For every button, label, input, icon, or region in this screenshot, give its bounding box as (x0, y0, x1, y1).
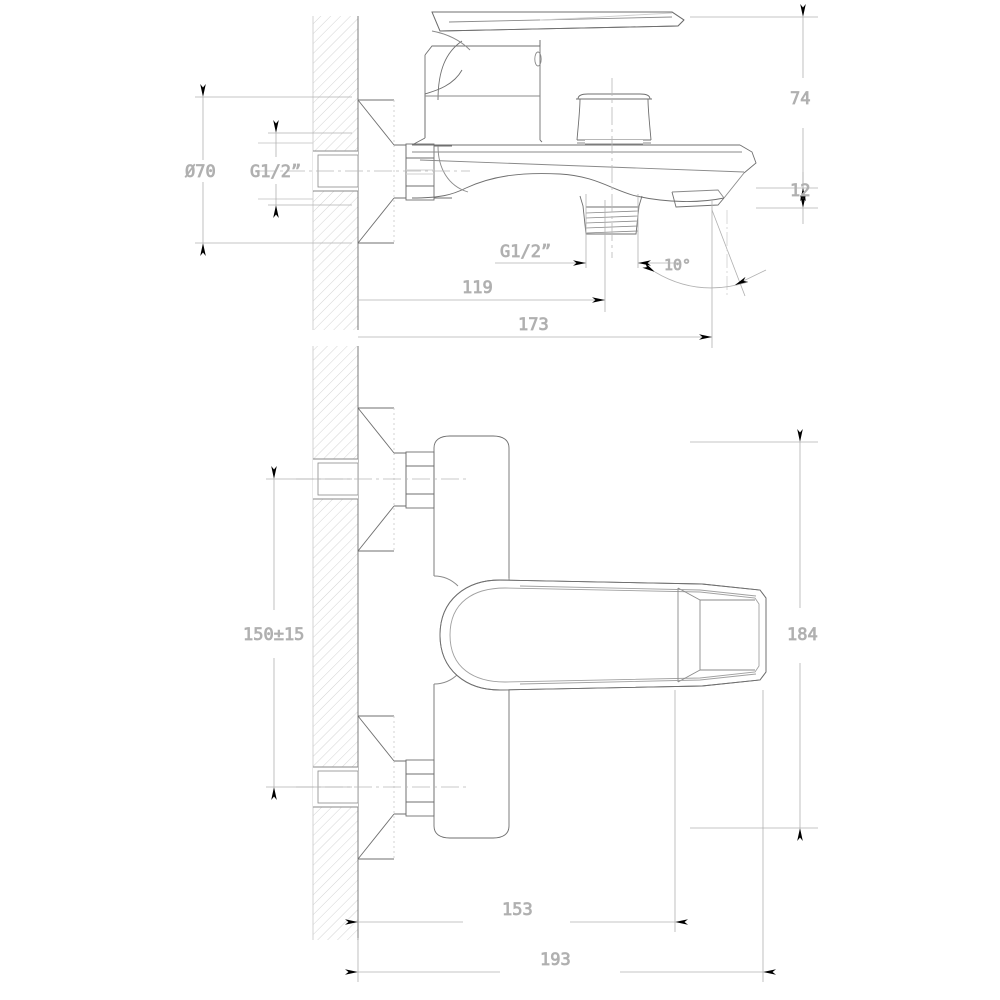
escutcheon-cone-lower-bottom (357, 715, 407, 860)
dim-spout-height: 74 (690, 4, 818, 201)
diverter-knob (576, 93, 652, 145)
lever-handle-lower (439, 579, 767, 691)
union-nut-lower-top (405, 451, 435, 509)
dim-label-119: 119 (462, 278, 493, 298)
wall-section-lower (312, 346, 359, 940)
dim-label-184: 184 (787, 625, 818, 645)
dim-label-g12-outlet: G1/2” (500, 242, 551, 262)
part-geometry (258, 11, 767, 940)
dim-label-12: 12 (790, 181, 810, 201)
dim-label-150: 150±15 (243, 625, 304, 645)
dim-body-height: 184 (690, 429, 818, 841)
dim-spout-angle: 10° (642, 209, 767, 297)
dim-label-153: 153 (502, 900, 533, 920)
centre-lines-upper (258, 78, 613, 258)
dim-body-width-short: 153 (345, 690, 688, 932)
escutcheon-cone-upper (357, 99, 407, 244)
dim-outlet-thread: G1/2” (495, 194, 680, 268)
dim-spout-tip-thickness: 12 (756, 172, 818, 224)
dim-label-d70: Ø70 (185, 162, 216, 182)
dim-flange-diameter: Ø70 (185, 84, 352, 256)
dim-spout-reach-short: 119 (358, 200, 606, 312)
lever-handle-upper (431, 11, 685, 51)
dimension-layer: Ø70 G1/2” G1/2” 119 173 (185, 4, 818, 982)
union-nut-upper (405, 143, 435, 201)
dim-label-g12-inlet: G1/2” (250, 162, 301, 182)
union-nut-lower-bottom (405, 759, 435, 817)
dim-label-173: 173 (518, 315, 549, 335)
shower-outlet-thread (579, 195, 643, 235)
front-view-group (296, 346, 767, 940)
side-view-group (258, 11, 757, 330)
dim-inlet-thread: G1/2” (250, 120, 352, 218)
spout-upper (411, 144, 757, 208)
dim-label-74: 74 (790, 89, 810, 109)
mixer-body-upper (411, 40, 543, 199)
dim-spout-reach-total: 173 (358, 200, 713, 348)
dim-body-width-total: 193 (345, 690, 776, 982)
escutcheon-cone-lower-top (357, 407, 407, 552)
dim-inlet-centre-distance: 150±15 (243, 466, 352, 800)
dim-label-193: 193 (540, 950, 571, 970)
dim-label-10deg: 10° (664, 256, 691, 274)
